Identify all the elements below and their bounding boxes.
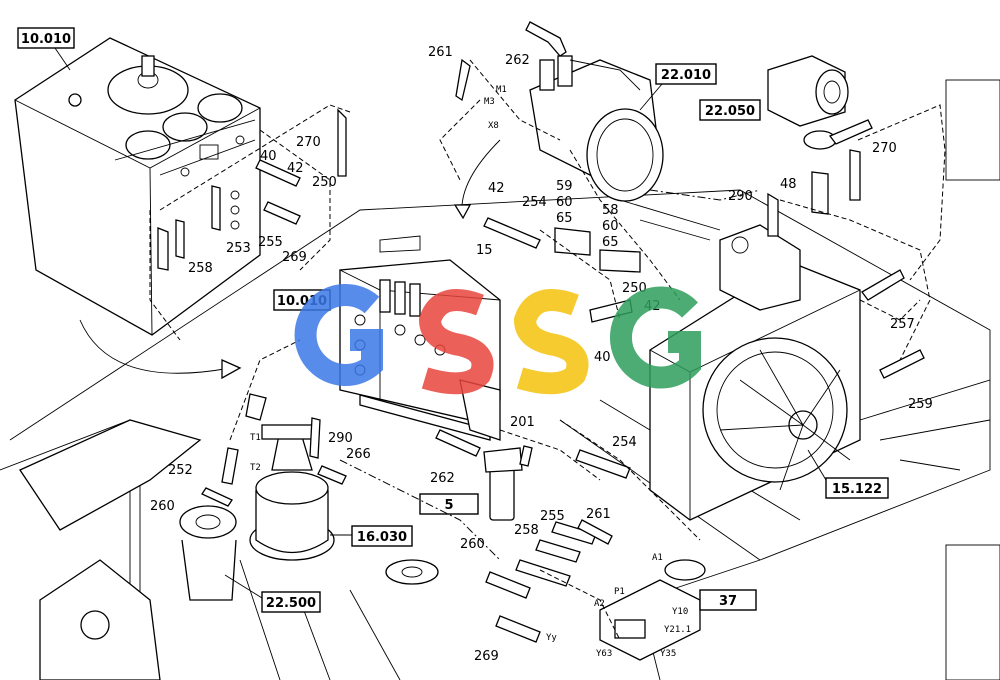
callout: 58 bbox=[602, 203, 619, 218]
callout: 250 bbox=[312, 175, 337, 190]
callout: 255 bbox=[540, 509, 565, 524]
callout: 290 bbox=[328, 431, 353, 446]
gear-pump bbox=[767, 55, 873, 150]
ref-box-solenoid bbox=[699, 589, 757, 611]
ref-box-tank bbox=[17, 27, 75, 49]
main-pump bbox=[525, 21, 664, 202]
part-callouts: 261 262 270 40 42 250 253 255 269 258 42… bbox=[150, 45, 933, 664]
callout: 260 bbox=[150, 499, 175, 514]
callout: 269 bbox=[474, 649, 499, 664]
callout: 201 bbox=[510, 415, 535, 430]
port-label: M1 bbox=[496, 85, 507, 95]
pump-arrow bbox=[461, 139, 501, 213]
port-label: A2 bbox=[594, 599, 605, 609]
callout: 40 bbox=[594, 350, 611, 365]
port-label: T1 bbox=[250, 433, 261, 443]
port-label: Y63 bbox=[596, 649, 612, 659]
watermark-letter-s-red bbox=[418, 289, 494, 395]
callout: 255 bbox=[258, 235, 283, 250]
port-label: M3 bbox=[484, 97, 495, 107]
ref-label-pump: 22.010 bbox=[661, 68, 711, 83]
callout: 65 bbox=[602, 235, 619, 250]
ref-label-solenoid: 37 bbox=[719, 594, 737, 609]
callout: 261 bbox=[428, 45, 453, 60]
transfer-arrow bbox=[79, 319, 231, 374]
right-frame-mark-bottom bbox=[945, 544, 1000, 680]
ref-box-cooler bbox=[825, 477, 889, 499]
callout: 48 bbox=[780, 177, 797, 192]
solenoid-valve bbox=[599, 559, 706, 661]
port-label: Y21.1 bbox=[664, 625, 691, 635]
callout: 40 bbox=[260, 149, 277, 164]
ref-label-tank: 10.010 bbox=[21, 32, 71, 47]
port-label: Y10 bbox=[672, 607, 688, 617]
ref-label-rotary: 22.500 bbox=[266, 596, 316, 611]
connection-lines bbox=[149, 59, 946, 641]
callout: 258 bbox=[188, 261, 213, 276]
callout: 259 bbox=[908, 397, 933, 412]
callout: 270 bbox=[872, 141, 897, 156]
right-frame-mark-top bbox=[945, 79, 1000, 181]
callout: 60 bbox=[556, 195, 573, 210]
callout: 290 bbox=[728, 189, 753, 204]
callout: 257 bbox=[890, 317, 915, 332]
hoses-and-fittings bbox=[157, 58, 925, 643]
watermark-letter-g-green bbox=[610, 286, 701, 389]
oil-cooler bbox=[649, 224, 861, 521]
ref-box-gearpump bbox=[699, 99, 761, 121]
watermark-letter-g-blue bbox=[294, 284, 383, 386]
callout: 59 bbox=[556, 179, 573, 194]
callout: 262 bbox=[505, 53, 530, 68]
callout: 65 bbox=[556, 211, 573, 226]
gsg-watermark-logo bbox=[294, 284, 701, 395]
callout: 260 bbox=[460, 537, 485, 552]
port-label: X8 bbox=[488, 121, 499, 131]
callout: 258 bbox=[514, 523, 539, 538]
callout: 15 bbox=[476, 243, 493, 258]
port-label: Yy bbox=[546, 633, 557, 643]
callout: 266 bbox=[346, 447, 371, 462]
port-label: A1 bbox=[652, 553, 663, 563]
ref-label-filter: 5 bbox=[444, 498, 453, 513]
callout: 254 bbox=[522, 195, 547, 210]
hydraulic-tank bbox=[14, 37, 261, 336]
ref-label-swing: 16.030 bbox=[357, 530, 407, 545]
callout: 261 bbox=[586, 507, 611, 522]
watermark-letter-s-yellow bbox=[513, 289, 589, 395]
callout: 269 bbox=[282, 250, 307, 265]
ref-box-swing bbox=[351, 525, 413, 547]
ref-box-pump bbox=[655, 63, 717, 85]
callout: 262 bbox=[430, 471, 455, 486]
callout: 253 bbox=[226, 241, 251, 256]
ref-label-gearpump: 22.050 bbox=[705, 104, 755, 119]
callout: 270 bbox=[296, 135, 321, 150]
callout: 42 bbox=[488, 181, 505, 196]
port-label: T2 bbox=[250, 463, 261, 473]
port-label: P1 bbox=[614, 587, 625, 597]
callout: 42 bbox=[287, 161, 304, 176]
ref-box-rotary bbox=[261, 591, 321, 613]
rotary-joint bbox=[179, 505, 237, 601]
port-label: Y35 bbox=[660, 649, 676, 659]
swing-motor bbox=[249, 424, 335, 561]
callout: 252 bbox=[168, 463, 193, 478]
return-filter bbox=[483, 447, 523, 521]
port-labels: M3 M1 X8 A1 A2 P1 Y10 Y21.1 Y35 Y63 T1 T… bbox=[250, 85, 691, 659]
ref-label-cooler: 15.122 bbox=[832, 482, 882, 497]
callout: 60 bbox=[602, 219, 619, 234]
callout: 254 bbox=[612, 435, 637, 450]
ref-box-filter bbox=[419, 493, 479, 515]
